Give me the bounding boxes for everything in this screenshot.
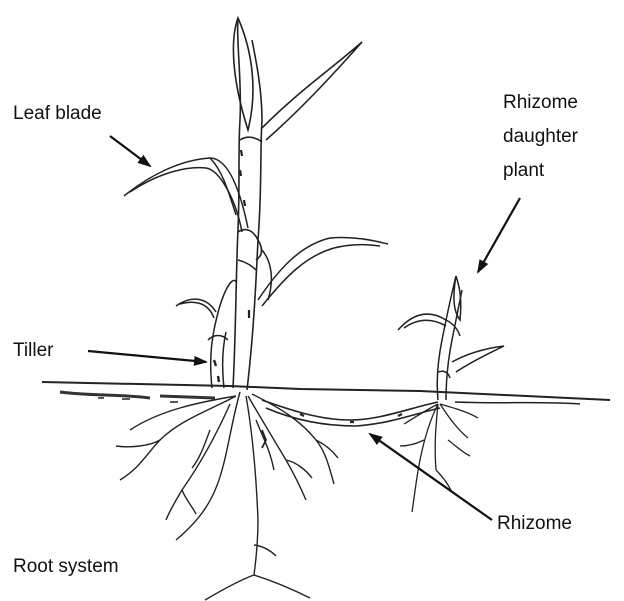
leaf-blade xyxy=(124,158,248,232)
rhizome-daughter-plant-line-1: Rhizome xyxy=(503,86,578,120)
rhizome-daughter-plant-label: Rhizome daughter plant xyxy=(503,86,578,188)
daughter-plant xyxy=(398,276,504,400)
daughter-roots xyxy=(400,404,478,512)
rhizome-stem xyxy=(262,400,440,426)
rhizome-label: Rhizome xyxy=(497,510,572,538)
leaf-blade-arrow xyxy=(110,136,150,166)
tiller-shoot xyxy=(176,280,236,388)
root-system-label: Root system xyxy=(13,553,119,581)
tiller-label: Tiller xyxy=(13,337,53,365)
rhizome-arrow xyxy=(370,434,492,520)
ground-line xyxy=(42,382,610,404)
rhizome-daughter-plant-line-2: daughter xyxy=(503,120,578,154)
tiller-arrow xyxy=(88,351,206,362)
main-roots xyxy=(116,392,338,600)
leaf-blade-label: Leaf blade xyxy=(13,100,102,128)
main-culm xyxy=(233,18,362,390)
rhizome-daughter-plant-line-3: plant xyxy=(503,154,578,188)
daughter-plant-arrow xyxy=(478,198,520,272)
upper-right-leaf xyxy=(258,237,388,306)
